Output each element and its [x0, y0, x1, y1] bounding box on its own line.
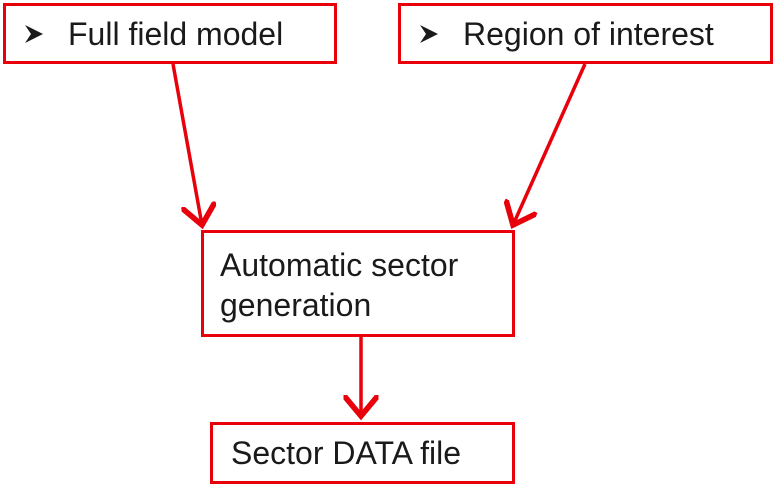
node-automatic-sector-generation-line1: Automatic sector: [220, 247, 459, 283]
node-sector-data-file: Sector DATA file: [210, 422, 515, 484]
edge-roi-to-auto: [513, 63, 587, 225]
arrowhead-bullet-icon: [22, 22, 46, 46]
node-automatic-sector-generation-line2: generation: [220, 287, 372, 323]
node-region-of-interest: Region of interest: [398, 3, 773, 64]
node-full-field-model-label: Full field model: [68, 15, 284, 52]
arrowhead-bullet-icon: [417, 22, 441, 46]
node-full-field-model: Full field model: [3, 3, 337, 64]
node-region-of-interest-label: Region of interest: [463, 15, 714, 52]
node-automatic-sector-generation: Automatic sector generation: [201, 230, 515, 337]
node-sector-data-file-label: Sector DATA file: [231, 435, 461, 471]
edge-full-to-auto: [171, 63, 202, 225]
